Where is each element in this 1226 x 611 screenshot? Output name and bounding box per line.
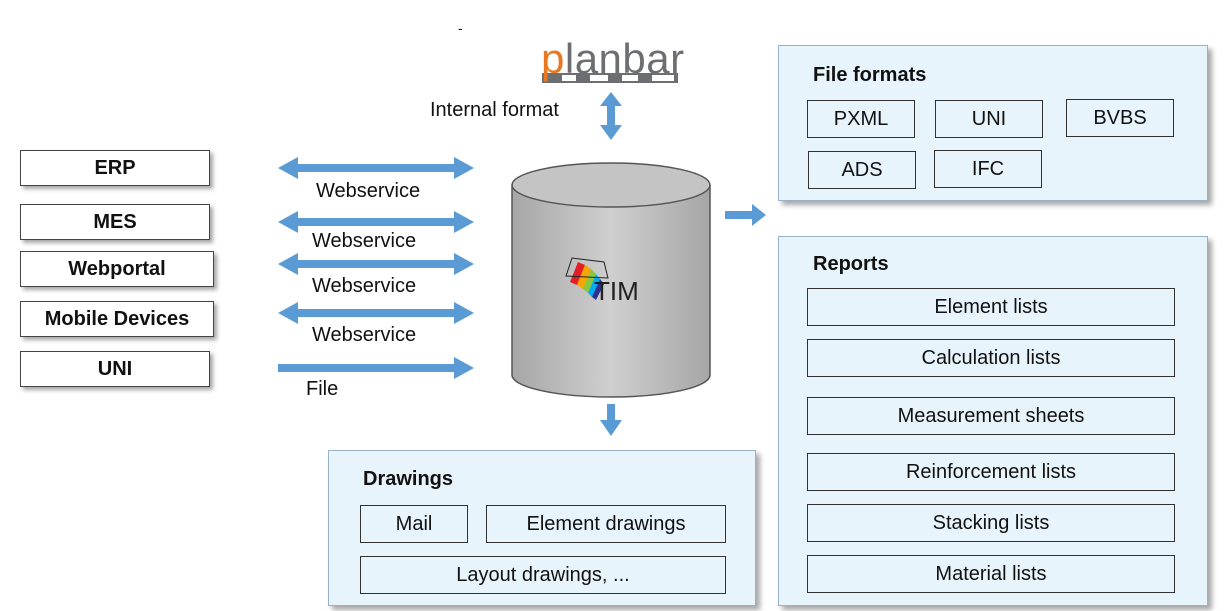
arrow-to-drawings <box>600 404 622 436</box>
link-label-file: File <box>306 378 339 400</box>
report-material-lists: Material lists <box>807 555 1175 593</box>
report-measurement-sheets: Measurement sheets <box>807 397 1175 435</box>
arrow-webportal <box>278 253 474 275</box>
source-webportal: Webportal <box>20 251 214 287</box>
file-formats-panel: File formats PXML UNI BVBS ADS IFC <box>778 45 1208 201</box>
reports-panel: Reports Element lists Calculation lists … <box>778 236 1208 606</box>
report-stacking-lists: Stacking lists <box>807 504 1175 542</box>
drawings-title: Drawings <box>363 468 454 490</box>
report-calculation-lists: Calculation lists <box>807 339 1175 377</box>
source-mes: MES <box>20 204 210 240</box>
arrow-to-outputs <box>725 204 766 226</box>
planbar-logo-text: planbar <box>541 35 685 82</box>
format-pxml: PXML <box>807 100 915 138</box>
source-mobile-devices: Mobile Devices <box>20 301 214 337</box>
link-label-erp: Webservice <box>316 180 421 202</box>
source-mes-label: MES <box>93 210 137 233</box>
source-webportal-label: Webportal <box>68 257 166 280</box>
tim-logo-icon <box>565 257 609 300</box>
planbar-icon-strip <box>542 73 678 83</box>
file-formats-title: File formats <box>813 64 927 86</box>
internal-format-label: Internal format <box>430 99 559 121</box>
tim-logo-text: TIM <box>594 276 639 306</box>
arrow-mobile <box>278 302 474 324</box>
drawings-panel: Drawings Mail Element drawings Layout dr… <box>328 450 756 606</box>
arrow-file <box>278 357 474 379</box>
format-uni: UNI <box>935 100 1043 138</box>
report-reinforcement-lists: Reinforcement lists <box>807 453 1175 491</box>
source-uni: UNI <box>20 351 210 387</box>
source-mobile-devices-label: Mobile Devices <box>44 307 190 330</box>
link-label-mobile: Webservice <box>312 324 417 346</box>
arrow-mes <box>278 211 474 233</box>
report-element-lists: Element lists <box>807 288 1175 326</box>
drawing-element-drawings: Element drawings <box>486 505 726 543</box>
source-erp: ERP <box>20 150 210 186</box>
arrow-erp <box>278 157 474 179</box>
source-erp-label: ERP <box>94 156 136 179</box>
link-label-webportal: Webservice <box>312 275 417 297</box>
webservice-arrows <box>278 92 766 436</box>
arrow-internal-format <box>600 92 622 140</box>
format-ifc: IFC <box>934 150 1042 188</box>
format-ads: ADS <box>808 151 916 189</box>
database-cylinder <box>511 162 711 398</box>
link-label-mes: Webservice <box>312 230 417 252</box>
planbar-logo: planbar <box>541 38 685 80</box>
drawing-mail: Mail <box>360 505 468 543</box>
reports-title: Reports <box>813 253 889 275</box>
source-uni-label: UNI <box>97 357 133 380</box>
stray-mark: - <box>458 20 463 36</box>
format-bvbs: BVBS <box>1066 99 1174 137</box>
drawing-layout-drawings: Layout drawings, ... <box>360 556 726 594</box>
